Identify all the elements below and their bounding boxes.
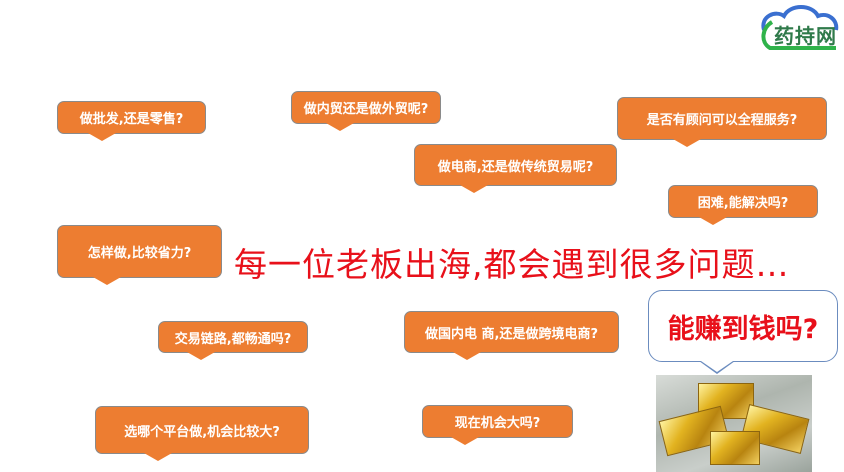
bubble-domestic-foreign-trade: 做内贸还是做外贸呢? (291, 91, 441, 131)
bubble-difficulty: 困难,能解决吗? (668, 185, 818, 225)
gold-bars-money-image (656, 375, 812, 472)
bubble-save-effort: 怎样做,比较省力? (57, 225, 222, 285)
bubble-text: 交易链路,都畅通吗? (174, 331, 292, 347)
bubble-wholesale-retail: 做批发,还是零售? (57, 101, 206, 141)
bubble-text: 怎样做,比较省力? (87, 246, 192, 261)
bubble-text: 做批发,还是零售? (79, 112, 184, 127)
headline: 每一位老板出海,都会遇到很多问题… (234, 245, 790, 284)
money-question-bubble: 能赚到钱吗? (648, 290, 838, 374)
logo: 药持网 (752, 2, 842, 56)
logo-text: 药持网 (774, 24, 837, 48)
bubble-text: 做电商,还是做传统贸易呢? (437, 159, 594, 175)
bubble-text: 现在机会大吗? (454, 416, 541, 431)
bubble-text: 选哪个平台做,机会比较大? (124, 424, 280, 440)
bubble-trade-chain: 交易链路,都畅通吗? (158, 321, 308, 360)
bubble-ecommerce-traditional: 做电商,还是做传统贸易呢? (414, 144, 617, 193)
bubble-text: 做国内电 商,还是做跨境电商? (424, 326, 598, 342)
money-question-text: 能赚到钱吗? (667, 313, 819, 345)
bubble-opportunity-now: 现在机会大吗? (422, 405, 573, 445)
bubble-domestic-crossborder: 做国内电 商,还是做跨境电商? (404, 311, 619, 360)
cloud-logo-icon (761, 5, 839, 50)
bubble-text: 做内贸还是做外贸呢? (303, 102, 429, 117)
bubble-text: 困难,能解决吗? (697, 196, 789, 211)
bubble-consultant-service: 是否有顾问可以全程服务? (617, 97, 827, 147)
bubble-text: 是否有顾问可以全程服务? (646, 113, 798, 128)
bubble-which-platform: 选哪个平台做,机会比较大? (95, 406, 309, 461)
